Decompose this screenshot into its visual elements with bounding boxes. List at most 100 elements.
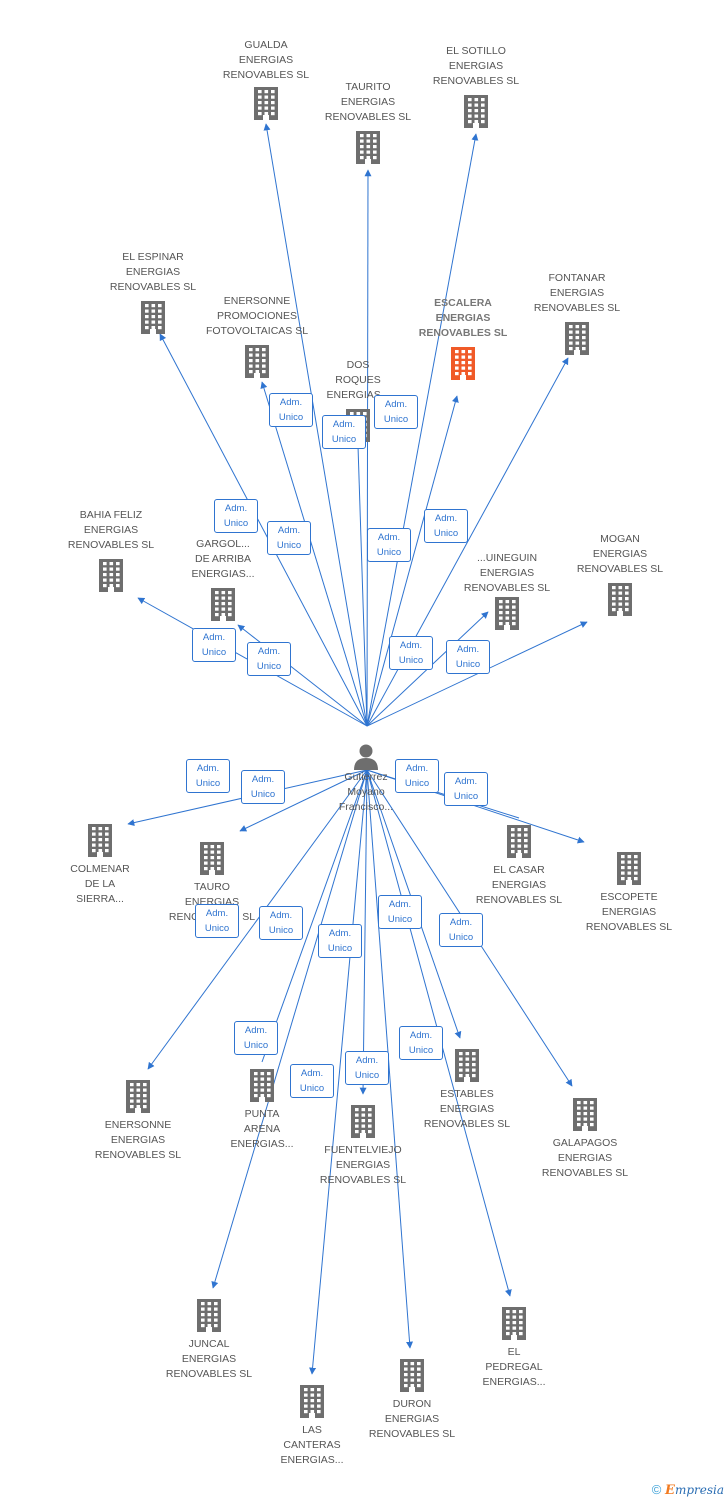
company-label-line: DURON — [392, 1398, 432, 1410]
company-label-line: GUALDA — [244, 39, 288, 51]
relation-badge-role: Adm. — [277, 525, 301, 536]
company-label-line: COLMENAR — [70, 863, 130, 875]
company-label-line: ENERGIAS... — [230, 1138, 294, 1150]
relation-badge-gargolas[interactable]: Adm.Unico — [247, 642, 291, 676]
building-icon — [192, 344, 322, 378]
company-label-line: ...UINEGUIN — [476, 552, 538, 564]
relation-badge-arguineguin[interactable]: Adm.Unico — [389, 636, 433, 670]
company-label-line: RENOVABLES SL — [576, 563, 664, 575]
relation-badge-el-casar[interactable]: Adm.Unico — [395, 759, 439, 793]
relation-badge-el-pedregal[interactable]: Adm.Unico — [399, 1026, 443, 1060]
relation-badge-role: Adm. — [300, 1068, 324, 1079]
relation-badge-escalera[interactable]: Adm.Unico — [367, 528, 411, 562]
brand-logo-initial: E — [665, 1483, 675, 1498]
building-icon — [411, 94, 541, 128]
relation-badge-las-canteras[interactable]: Adm.Unico — [290, 1064, 334, 1098]
relation-badge-dos-roques[interactable]: Adm.Unico — [267, 521, 311, 555]
relation-badge-type: Unico — [268, 925, 294, 936]
building-icon — [197, 1068, 327, 1102]
edge-el-espinar — [159, 333, 368, 727]
relation-badge-type: Unico — [250, 789, 276, 800]
company-label-line: DE LA — [84, 878, 116, 890]
edge-escalera — [366, 395, 459, 727]
relation-badge-colmenar[interactable]: Adm.Unico — [186, 759, 230, 793]
relation-badge-role: Adm. — [224, 503, 248, 514]
relation-badge-taurito[interactable]: Adm.Unico — [322, 415, 366, 449]
building-icon — [398, 346, 528, 380]
brand-footer[interactable]: © Empresia — [652, 1482, 724, 1498]
building-icon — [303, 130, 433, 164]
company-label-line: RENOVABLES SL — [475, 894, 563, 906]
edge-fuentelviejo — [359, 769, 368, 1095]
relation-badge-role: Adm. — [202, 632, 226, 643]
relation-badge-type: Unico — [398, 655, 424, 666]
relation-badge-enersonne[interactable]: Adm. Unico — [195, 904, 239, 938]
relation-badge-duron[interactable]: Adm.Unico — [345, 1051, 389, 1085]
relation-badge-type: Unico — [256, 661, 282, 672]
edge-las-canteras — [309, 769, 368, 1375]
company-label-line: ENERGIAS — [125, 266, 181, 278]
person-icon — [354, 744, 378, 770]
company-label-line: EL — [507, 1346, 521, 1358]
relation-badge-type: Unico — [195, 778, 221, 789]
building-icon — [298, 1104, 428, 1138]
building-icon — [402, 1048, 532, 1082]
company-label-line: ESCOPETE — [600, 891, 658, 903]
relation-badge-el-espinar[interactable]: Adm.Unico — [214, 499, 258, 533]
relation-badge-enersonne-promociones[interactable]: Adm.Unico — [269, 393, 313, 427]
relation-badge-galapagos[interactable]: Adm.Unico — [439, 913, 483, 947]
relation-badge-tauro[interactable]: Adm.Unico — [241, 770, 285, 804]
edge-gualda — [263, 123, 368, 727]
relation-badge-type: Unico — [278, 412, 304, 423]
relation-badge-role: Adm. — [456, 644, 480, 655]
relation-badge-role: Adm. — [205, 908, 229, 919]
relation-badge-type: Unico — [376, 547, 402, 558]
company-label-line: ENERGIAS — [340, 96, 396, 108]
company-label-line: ENERSONNE — [104, 1119, 172, 1131]
relation-badge-role: Adm. — [244, 1025, 268, 1036]
company-label-line: RENOVABLES SL — [94, 1149, 182, 1161]
company-label-line: BAHIA FELIZ — [79, 509, 143, 521]
relation-badge-fontanar[interactable]: Adm.Unico — [424, 509, 468, 543]
building-icon — [449, 1306, 579, 1340]
relation-badge-mogan[interactable]: Adm.Unico — [446, 640, 490, 674]
relation-badge-fuentelviejo[interactable]: Adm.Unico — [318, 924, 362, 958]
company-label-line: ENERGIAS — [83, 524, 139, 536]
relation-badge-escopete[interactable]: Adm.Unico — [444, 772, 488, 806]
relation-badge-el-sotillo[interactable]: Adm.Unico — [374, 395, 418, 429]
relation-badge-type: Unico — [204, 923, 230, 934]
relation-badge-juncal[interactable]: Adm.Unico — [234, 1021, 278, 1055]
relation-badge-bahia-feliz[interactable]: Adm.Unico — [192, 628, 236, 662]
center-person-node[interactable]: Gutierrez Moyano Francisco... — [311, 742, 421, 815]
relation-badge-punta-arena[interactable]: Adm.Unico — [259, 906, 303, 940]
relation-badge-estables[interactable]: Adm.Unico — [378, 895, 422, 929]
